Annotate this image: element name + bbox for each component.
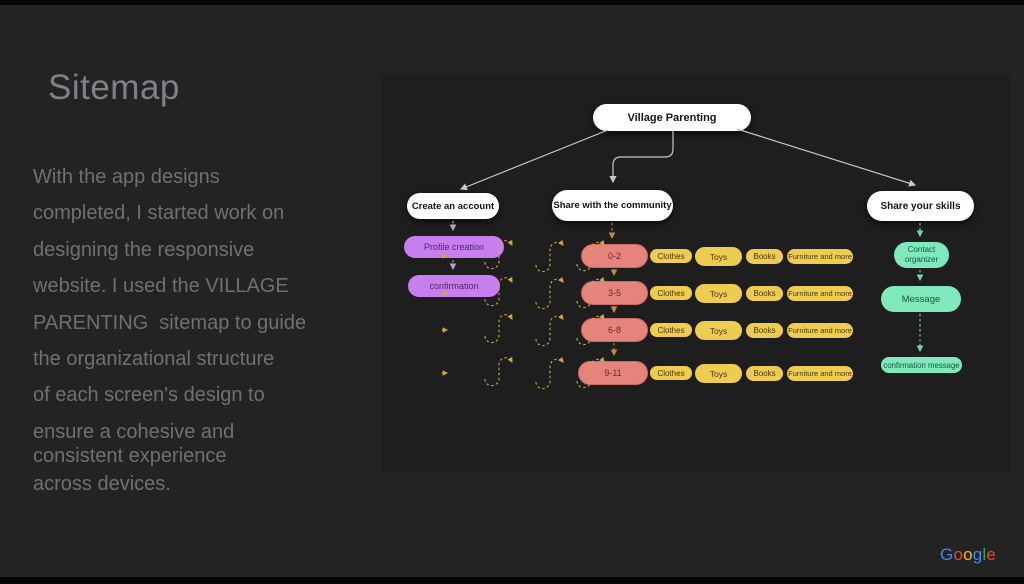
- intro-line: across devices.: [33, 473, 171, 495]
- node-books-row1: Books: [746, 249, 783, 264]
- node-furniture-row2: Furniture and more: [787, 286, 853, 301]
- line-root-to-community: [609, 131, 674, 184]
- letterbox-top: [0, 0, 1024, 5]
- google-logo-letter: o: [953, 545, 964, 564]
- node-clothes-row4: Clothes: [650, 366, 692, 380]
- node-profile-creation: Profile creation: [404, 236, 504, 258]
- intro-line: consistent experience: [33, 445, 227, 467]
- node-share-your-skills: Share your skills: [867, 191, 974, 221]
- node-clothes-row3: Clothes: [650, 323, 692, 337]
- intro-line: designing the responsive: [33, 238, 255, 261]
- google-logo-letter: l: [982, 545, 987, 564]
- node-furniture-row1: Furniture and more: [787, 249, 853, 264]
- node-village-parenting: Village Parenting: [593, 104, 751, 131]
- node-toys-row2: Toys: [695, 284, 742, 303]
- letterbox-bottom: [0, 577, 1024, 584]
- page-title: Sitemap: [48, 68, 180, 107]
- google-logo-letter: e: [986, 545, 997, 564]
- line-root-to-skills: [736, 128, 917, 187]
- intro-line: the organizational structure: [33, 348, 275, 371]
- node-furniture-row4: Furniture and more: [787, 366, 853, 381]
- intro-line: website. I used the VILLAGE: [33, 275, 289, 298]
- node-share-with-community: Share with the community: [552, 190, 673, 221]
- category-connector-row-3: [442, 313, 605, 347]
- node-clothes-row1: Clothes: [650, 249, 692, 263]
- node-books-row3: Books: [746, 323, 783, 338]
- node-age-6-8: 6-8: [581, 318, 648, 342]
- intro-line: PARENTING sitemap to guide: [33, 311, 307, 334]
- intro-line: With the app designs: [33, 166, 220, 188]
- node-create-an-account: Create an account: [407, 193, 499, 219]
- intro-paragraph-end: consistent experience across devices.: [33, 442, 226, 498]
- node-account-confirmation: confirmation: [408, 275, 500, 297]
- intro-paragraph: With the app designs completed, I starte…: [33, 159, 306, 450]
- line-root-to-account: [459, 129, 609, 191]
- node-age-0-2: 0-2: [581, 244, 648, 268]
- google-logo: Google: [940, 545, 996, 565]
- intro-line: completed, I started work on: [33, 202, 285, 225]
- node-furniture-row3: Furniture and more: [787, 323, 853, 338]
- node-message: Message: [881, 286, 961, 312]
- node-books-row4: Books: [746, 366, 783, 381]
- google-logo-letter: o: [963, 545, 973, 564]
- node-toys-row4: Toys: [695, 364, 742, 383]
- google-logo-letter: G: [940, 545, 954, 564]
- node-contact-organizer: Contact organizer: [894, 242, 949, 268]
- intro-line: ensure a cohesive and: [33, 420, 235, 443]
- intro-line: of each screen's design to: [33, 384, 265, 407]
- node-confirmation-message: confirmation message: [881, 357, 962, 373]
- root-tree-lines: [459, 128, 917, 191]
- node-age-9-11: 9-11: [578, 361, 648, 385]
- node-age-3-5: 3-5: [581, 281, 648, 305]
- google-logo-letter: g: [972, 545, 983, 564]
- node-clothes-row2: Clothes: [650, 286, 692, 300]
- node-toys-row3: Toys: [695, 321, 742, 340]
- sitemap-diagram-panel: Village Parenting Create an account Prof…: [381, 75, 1010, 472]
- node-toys-row1: Toys: [695, 247, 742, 266]
- connector-lines: [442, 128, 924, 390]
- node-books-row2: Books: [746, 286, 783, 301]
